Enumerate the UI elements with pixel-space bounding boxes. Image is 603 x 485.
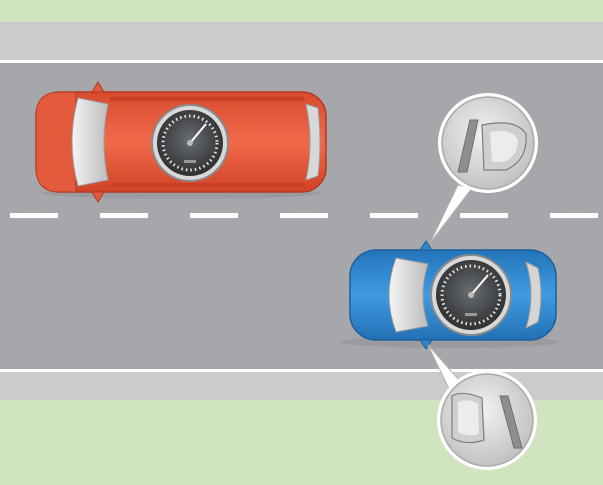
grass-top (0, 0, 603, 22)
car-top-view-icon (340, 241, 560, 349)
road-edge-line-bottom (0, 369, 603, 372)
road-edge-line-top (0, 60, 603, 63)
speedometer-icon (431, 255, 511, 335)
side-mirror-icon (437, 370, 537, 470)
side-mirror-icon (438, 93, 538, 193)
van-top-view-icon (36, 82, 326, 202)
shoulder-top (0, 22, 603, 60)
speedometer-icon (152, 105, 228, 181)
